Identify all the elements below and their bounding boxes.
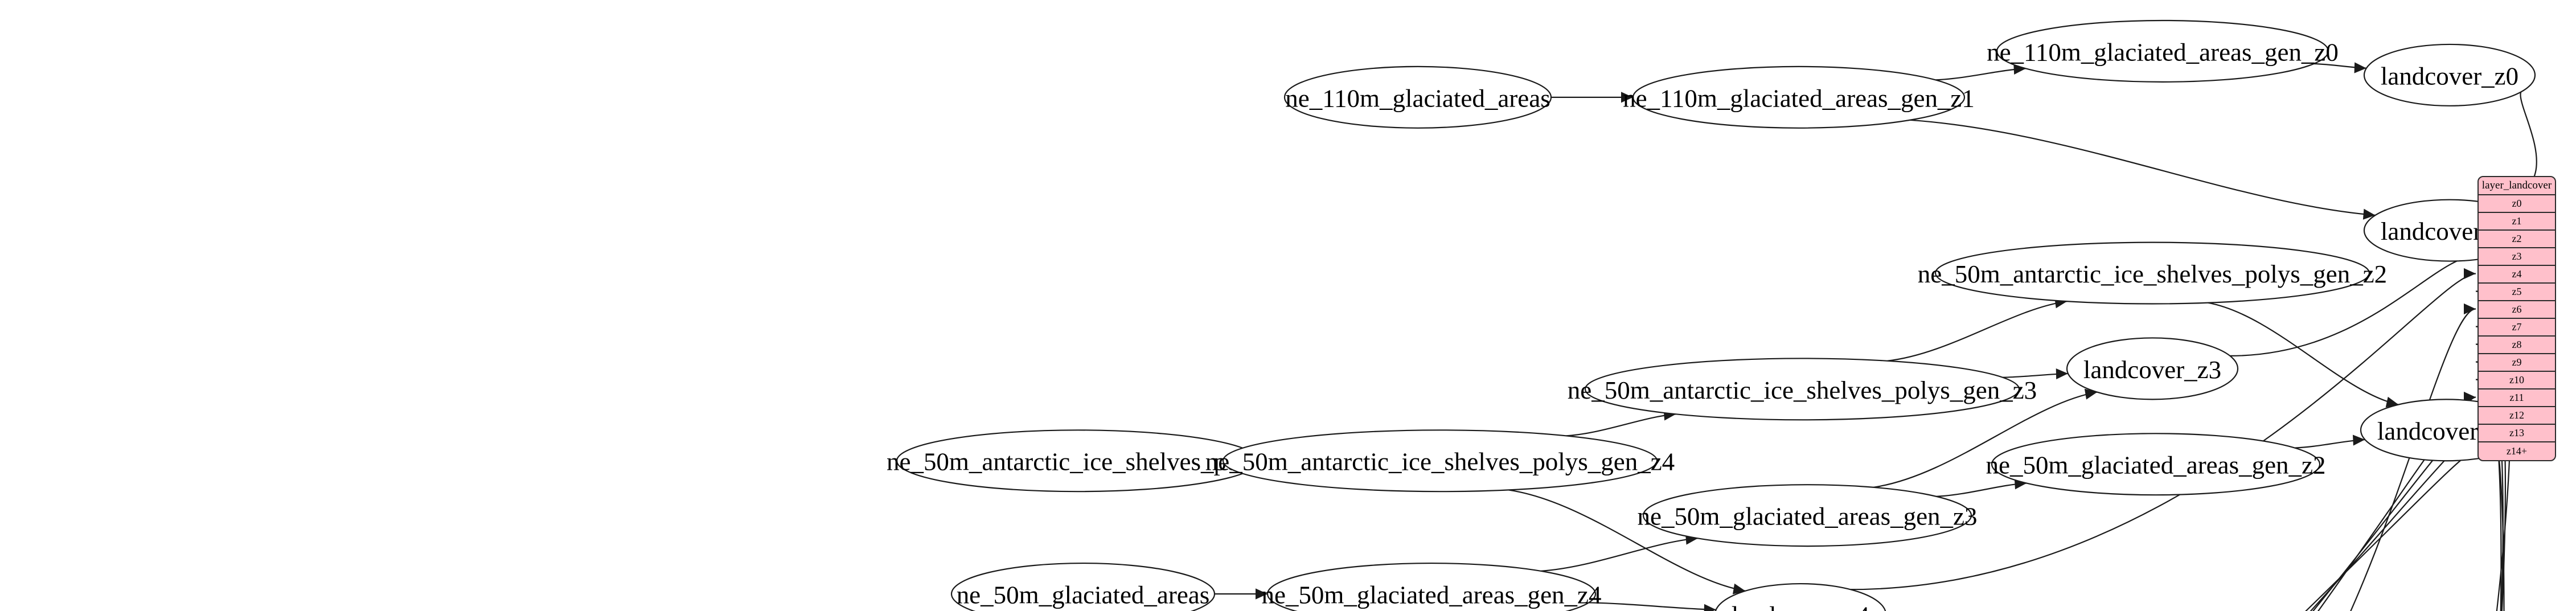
edge-ne_50m_antarctic_ice_shelves_polys_gen_z3-to-ne_50m_antarctic_ice_shelves_polys_gen_z2 <box>1888 301 2068 361</box>
edge-arrowhead <box>1621 92 1633 103</box>
layer-table-row-z1[interactable]: z1 <box>2479 213 2555 231</box>
svg-text:ne_110m_glaciated_areas_gen_z0: ne_110m_glaciated_areas_gen_z0 <box>1987 38 2339 66</box>
edge-ne_50m_glaciated_areas_gen_z3-to-landcover_z3 <box>1873 392 2097 487</box>
layer-table-header: layer_landcover <box>2479 177 2555 195</box>
svg-text:landcover_z3: landcover_z3 <box>2083 355 2221 384</box>
layer-table-row-z14plus[interactable]: z14+ <box>2506 445 2528 457</box>
node-landcover_z4[interactable]: landcover_z4 <box>1715 584 1886 611</box>
edge-osm_landcover_gen_z11-to-layer_landcover_z11 <box>1105 397 2476 611</box>
nodes-layer: imposm3osm_landcover_polygonsimplify_vw_… <box>887 20 2576 611</box>
edges-layer <box>89 62 2542 611</box>
edge-ne_50m_glaciated_areas_gen_z4-to-ne_50m_glaciated_areas_gen_z3 <box>1541 538 1697 571</box>
layer-table-row-z4[interactable]: z4 <box>2479 266 2555 284</box>
edge-ne_50m_glaciated_areas_gen_z4-to-landcover_z4 <box>1589 602 1716 609</box>
edge-arrowhead <box>2464 268 2476 280</box>
node-landcover_z0[interactable]: landcover_z0 <box>2364 44 2535 106</box>
svg-text:landcover_z0: landcover_z0 <box>2381 61 2518 90</box>
edge-ne_50m_glaciated_areas_gen_z3-to-ne_50m_glaciated_areas_gen_z2 <box>1937 483 2027 497</box>
node-landcover_z3[interactable]: landcover_z3 <box>2067 338 2238 399</box>
svg-text:ne_50m_glaciated_areas_gen_z4: ne_50m_glaciated_areas_gen_z4 <box>1262 581 1602 609</box>
svg-text:ne_110m_glaciated_areas_gen_z1: ne_110m_glaciated_areas_gen_z1 <box>1623 84 1975 112</box>
layer-table-row-z8[interactable]: z8 <box>2479 337 2555 354</box>
edge-arrowhead <box>2013 63 2026 75</box>
node-ne_50m_antarctic_ice_shelves_polys_gen_z2[interactable]: ne_50m_antarctic_ice_shelves_polys_gen_z… <box>1918 243 2387 304</box>
layer-table-row-z6[interactable]: z6 <box>2479 301 2555 319</box>
svg-text:ne_50m_antarctic_ice_shelves_p: ne_50m_antarctic_ice_shelves_polys_gen_z… <box>1568 376 2037 404</box>
svg-text:ne_110m_glaciated_areas: ne_110m_glaciated_areas <box>1285 84 1550 112</box>
edge-ne_110m_glaciated_areas_gen_z1-to-ne_110m_glaciated_areas_gen_z0 <box>1935 68 2025 80</box>
node-ne_50m_antarctic_ice_shelves_polys_gen_z4[interactable]: ne_50m_antarctic_ice_shelves_polys_gen_z… <box>1205 430 1675 491</box>
edge-ne_50m_antarctic_ice_shelves_polys_gen_z4-to-landcover_z4 <box>1508 490 1745 591</box>
edge-arrowhead <box>1256 588 1268 600</box>
node-ne_50m_glaciated_areas_gen_z3[interactable]: ne_50m_glaciated_areas_gen_z3 <box>1638 485 1978 546</box>
layer-table-row-z9[interactable]: z9 <box>2479 354 2555 372</box>
layer-table-row-z13[interactable]: z13 <box>2479 425 2555 442</box>
edge-landcover_z6-to-layer_landcover_z6 <box>2193 309 2476 611</box>
edge-ne_50m_antarctic_ice_shelves_polys_gen_z2-to-landcover_z2 <box>2208 303 2399 405</box>
layer-table-row-z2[interactable]: z2 <box>2479 231 2555 248</box>
node-ne_110m_glaciated_areas[interactable]: ne_110m_glaciated_areas <box>1285 67 1551 128</box>
svg-text:ne_50m_antarctic_ice_shelves_p: ne_50m_antarctic_ice_shelves_polys <box>887 448 1269 476</box>
edge-arrowhead <box>2352 434 2365 446</box>
node-ne_50m_antarctic_ice_shelves_polys[interactable]: ne_50m_antarctic_ice_shelves_polys <box>887 430 1269 491</box>
layer-table-row-z7[interactable]: z7 <box>2479 319 2555 337</box>
node-ne_110m_glaciated_areas_gen_z1[interactable]: ne_110m_glaciated_areas_gen_z1 <box>1623 67 1975 128</box>
svg-text:ne_50m_glaciated_areas_gen_z3: ne_50m_glaciated_areas_gen_z3 <box>1638 502 1978 531</box>
svg-text:ne_50m_antarctic_ice_shelves_p: ne_50m_antarctic_ice_shelves_polys_gen_z… <box>1918 260 2387 288</box>
edge-osm_landcover_gen_z12-to-layer_landcover_z12 <box>850 415 2476 611</box>
edge-landcover_z4-to-layer_landcover_z4 <box>1851 274 2476 590</box>
node-ne_50m_antarctic_ice_shelves_polys_gen_z3[interactable]: ne_50m_antarctic_ice_shelves_polys_gen_z… <box>1568 358 2037 420</box>
edge-arrowhead <box>2056 368 2068 380</box>
layer-table-row-z10[interactable]: z10 <box>2479 372 2555 389</box>
edge-arrowhead <box>2354 62 2366 73</box>
layer-table-row-z3[interactable]: z3 <box>2479 248 2555 266</box>
node-ne_50m_glaciated_areas[interactable]: ne_50m_glaciated_areas <box>951 563 1215 611</box>
svg-text:ne_50m_glaciated_areas_gen_z2: ne_50m_glaciated_areas_gen_z2 <box>1986 451 2326 479</box>
node-ne_50m_glaciated_areas_gen_z4[interactable]: ne_50m_glaciated_areas_gen_z4 <box>1262 563 1602 611</box>
edge-ne_110m_glaciated_areas_gen_z1-to-landcover_z1 <box>1910 120 2375 215</box>
edge-osm_landcover_gen_z13-to-layer_landcover_z13 <box>607 433 2476 611</box>
svg-text:ne_50m_glaciated_areas: ne_50m_glaciated_areas <box>957 581 1210 609</box>
edge-arrowhead <box>2464 303 2476 315</box>
svg-text:landcover_z4: landcover_z4 <box>1732 601 1869 611</box>
layer-table-row-z11[interactable]: z11 <box>2479 389 2555 407</box>
node-ne_50m_glaciated_areas_gen_z2[interactable]: ne_50m_glaciated_areas_gen_z2 <box>1986 433 2326 495</box>
layer-table-row-z12[interactable]: z12 <box>2479 407 2555 425</box>
layer-table-row-z0[interactable]: z0 <box>2479 195 2555 213</box>
layer-table-row-z5[interactable]: z5 <box>2479 284 2555 301</box>
edge-osm_landcover_polygon-to-layer_landcover_z14 <box>231 450 2476 611</box>
svg-text:ne_50m_antarctic_ice_shelves_p: ne_50m_antarctic_ice_shelves_polys_gen_z… <box>1205 448 1675 476</box>
edge-arrowhead <box>2362 208 2376 220</box>
edge-arrowhead <box>1704 604 1716 611</box>
node-ne_110m_glaciated_areas_gen_z0[interactable]: ne_110m_glaciated_areas_gen_z0 <box>1987 20 2339 82</box>
edge-ne_50m_antarctic_ice_shelves_polys_gen_z4-to-ne_50m_antarctic_ice_shelves_polys_gen_z3 <box>1566 414 1676 436</box>
